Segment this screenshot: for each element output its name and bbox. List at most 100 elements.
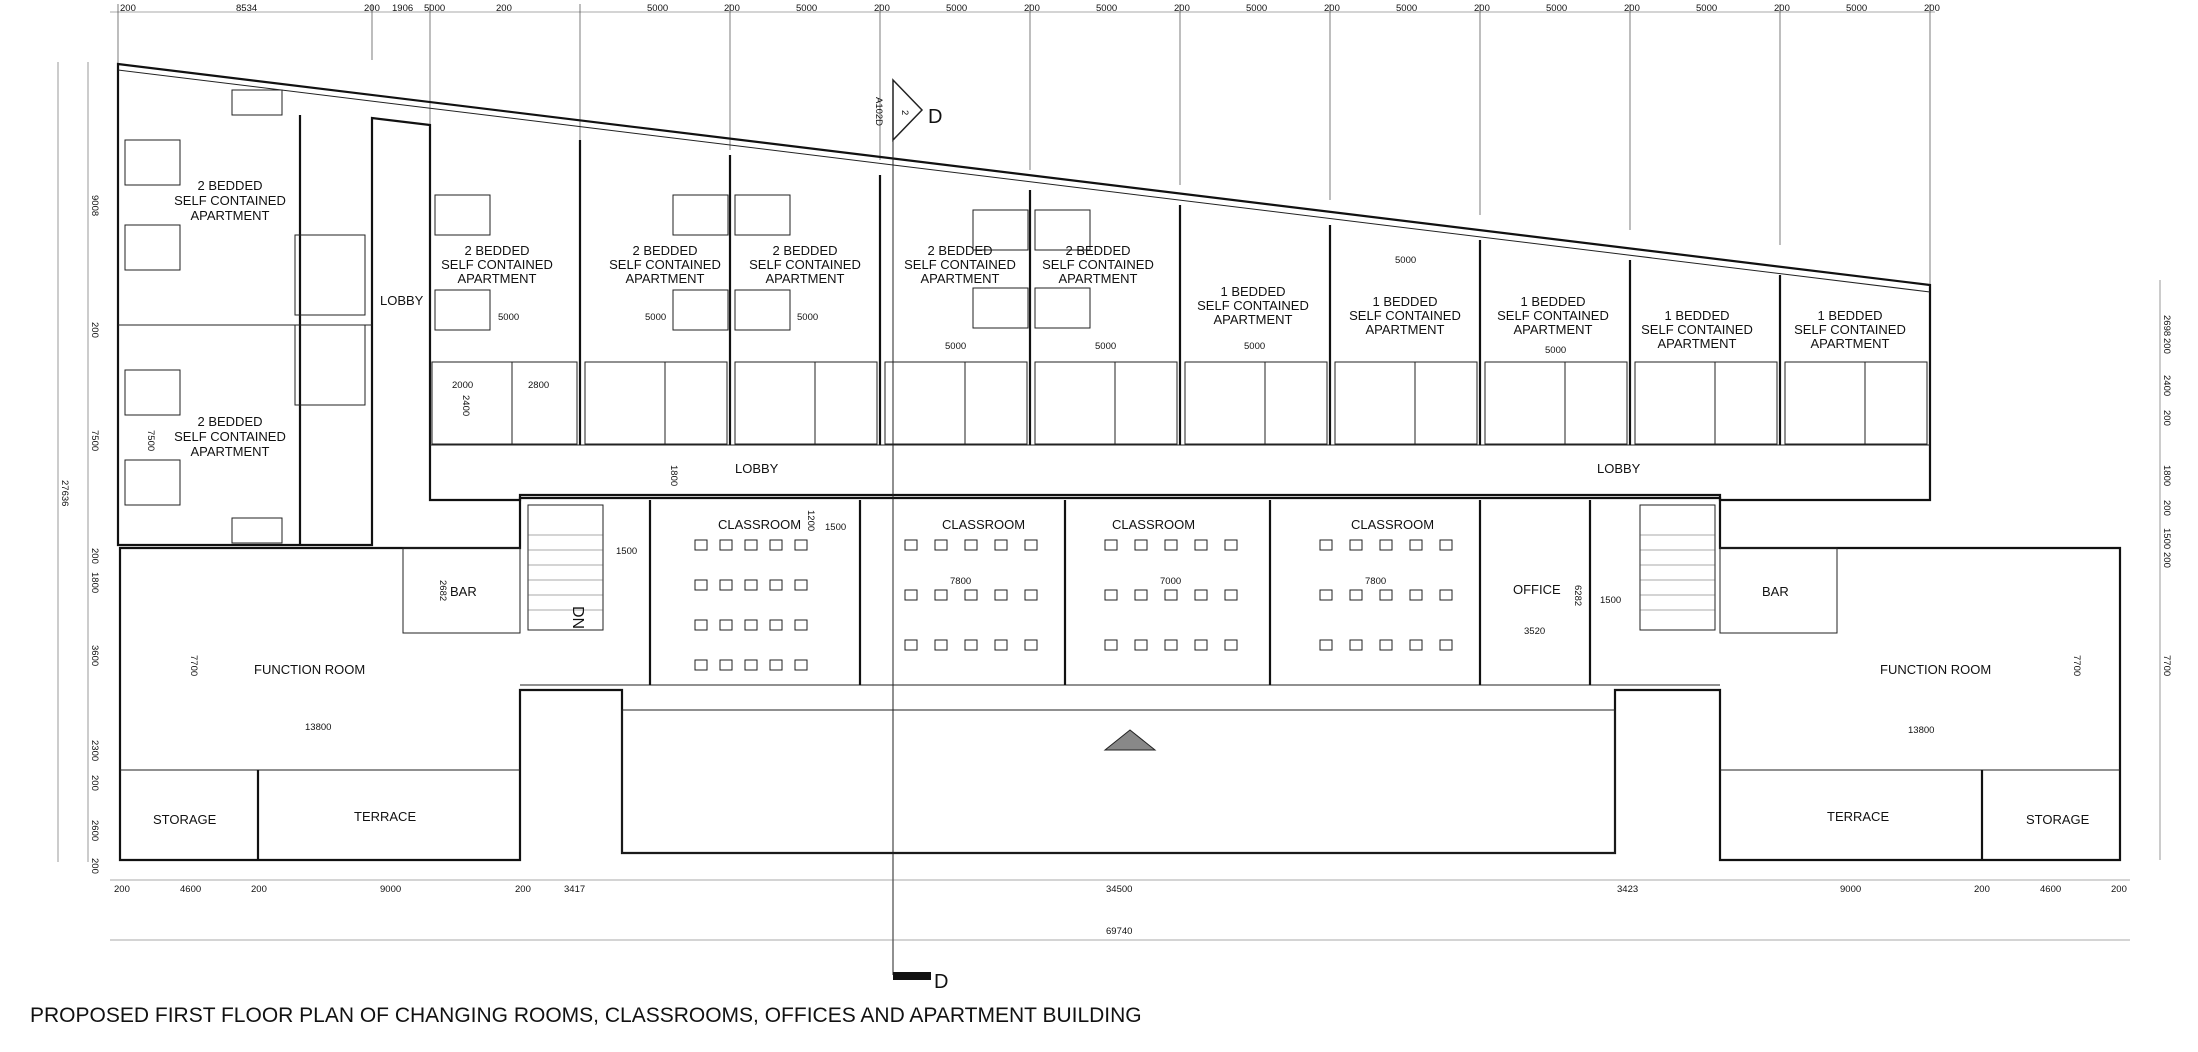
apt-2bed-a-line3: APARTMENT [191, 208, 270, 223]
lower-block [118, 496, 2122, 862]
top-dim-12: 200 [1024, 3, 1040, 14]
inner-dim-1800: 1800 [668, 465, 679, 486]
lobby-center-label: LOBBY [735, 461, 779, 476]
apt-1bed-b-line1: 1 BEDDED [1372, 294, 1437, 309]
inner-dim-5000-c: 5000 [797, 312, 818, 323]
apt-2bed-f-line2: SELF CONTAINED [904, 257, 1016, 272]
left-dim-1: 9008 [89, 195, 100, 216]
bottom-dim-12: 200 [2111, 884, 2127, 895]
inner-dim-1500-mid: 1500 [825, 522, 846, 533]
lobby-left-label: LOBBY [380, 293, 424, 308]
apt-1bed-a-line3: APARTMENT [1214, 312, 1293, 327]
inner-dim-13800-right: 13800 [1908, 725, 1934, 736]
top-dim-17: 5000 [1396, 3, 1417, 14]
apt-1bed-b-line2: SELF CONTAINED [1349, 308, 1461, 323]
bottom-dim-7: 34500 [1106, 884, 1132, 895]
top-dim-9: 5000 [796, 3, 817, 14]
storage-right-label: STORAGE [2026, 812, 2090, 827]
top-dim-5: 5000 [424, 3, 445, 14]
apt-1bed-e-line3: APARTMENT [1811, 336, 1890, 351]
bottom-dim-2: 4600 [180, 884, 201, 895]
bottom-dim-10: 200 [1974, 884, 1990, 895]
right-dimension-chain: 2698 200 2400 200 1800 200 1500 200 7700 [2159, 280, 2172, 860]
apt-2bed-c-line3: APARTMENT [458, 271, 537, 286]
apt-2bed-e-line3: APARTMENT [766, 271, 845, 286]
section-sheet-ref: A102D [873, 97, 884, 126]
apt-2bed-g-line2: SELF CONTAINED [1042, 257, 1154, 272]
right-dim-6: 200 [2161, 500, 2172, 516]
inner-dim-2000: 2000 [452, 380, 473, 391]
left-dim-8: 200 [89, 775, 100, 791]
inner-dim-5000-e: 5000 [1095, 341, 1116, 352]
apt-2bed-d-line1: 2 BEDDED [632, 243, 697, 258]
section-marker-bottom-label: D [934, 971, 948, 993]
classroom-2-label: CLASSROOM [942, 517, 1025, 532]
inner-dim-5000-b: 5000 [645, 312, 666, 323]
bottom-dim-5: 200 [515, 884, 531, 895]
apt-2bed-a-line1: 2 BEDDED [197, 178, 262, 193]
inner-dim-5000-d: 5000 [945, 341, 966, 352]
top-dim-19: 5000 [1546, 3, 1567, 14]
storage-left-label: STORAGE [153, 812, 217, 827]
top-dim-7: 5000 [647, 3, 668, 14]
inner-dim-1500-left: 1500 [616, 546, 637, 557]
right-dim-9: 7700 [2161, 655, 2172, 676]
apt-2bed-f-line3: APARTMENT [921, 271, 1000, 286]
section-number: 2 [899, 110, 910, 115]
classroom-3-label: CLASSROOM [1112, 517, 1195, 532]
top-dim-8: 200 [724, 3, 740, 14]
lobby-right-label: LOBBY [1597, 461, 1641, 476]
apt-2bed-g-line1: 2 BEDDED [1065, 243, 1130, 258]
inner-dim-2400: 2400 [460, 395, 471, 416]
apt-2bed-b-line3: APARTMENT [191, 444, 270, 459]
classroom-4-label: CLASSROOM [1351, 517, 1434, 532]
bottom-dim-1: 200 [114, 884, 130, 895]
left-dimension-chain: 9008 200 7500 200 1800 3600 2300 200 260… [57, 62, 100, 874]
top-dim-18: 200 [1474, 3, 1490, 14]
bottom-dim-9: 9000 [1840, 884, 1861, 895]
apt-2bed-b-line2: SELF CONTAINED [174, 429, 286, 444]
inner-dim-7500: 7500 [145, 430, 156, 451]
apt-1bed-c-line1: 1 BEDDED [1520, 294, 1585, 309]
inner-dim-13800-left: 13800 [305, 722, 331, 733]
section-marker-top-label: D [928, 106, 942, 128]
bottom-dim-4: 9000 [380, 884, 401, 895]
bottom-overall-dim: 69740 [1106, 926, 1132, 937]
bar-left-label: BAR [450, 584, 477, 599]
bottom-dim-6: 3417 [564, 884, 585, 895]
apt-1bed-d-line1: 1 BEDDED [1664, 308, 1729, 323]
right-dim-4: 200 [2161, 410, 2172, 426]
bottom-dim-11: 4600 [2040, 884, 2061, 895]
inner-dim-2800: 2800 [528, 380, 549, 391]
inner-dim-5000-a: 5000 [498, 312, 519, 323]
classroom-1-label: CLASSROOM [718, 517, 801, 532]
inner-dim-2682: 2682 [437, 580, 448, 601]
apt-2bed-c-line1: 2 BEDDED [464, 243, 529, 258]
apt-1bed-c-line3: APARTMENT [1514, 322, 1593, 337]
apt-2bed-g-line3: APARTMENT [1059, 271, 1138, 286]
office-label: OFFICE [1513, 582, 1561, 597]
function-room-left-label: FUNCTION ROOM [254, 662, 365, 677]
apt-2bed-d-line3: APARTMENT [626, 271, 705, 286]
top-dim-15: 5000 [1246, 3, 1267, 14]
inner-dim-5000-g: 5000 [1395, 255, 1416, 266]
apt-2bed-d-line2: SELF CONTAINED [609, 257, 721, 272]
apt-1bed-b-line3: APARTMENT [1366, 322, 1445, 337]
top-dim-13: 5000 [1096, 3, 1117, 14]
terrace-left-label: TERRACE [354, 809, 416, 824]
top-dim-11: 5000 [946, 3, 967, 14]
top-dim-2: 8534 [236, 3, 257, 14]
section-line-d [892, 78, 931, 980]
bottom-dimension-chain: 200 4600 200 9000 200 3417 34500 3423 90… [110, 879, 2130, 941]
top-dim-10: 200 [874, 3, 890, 14]
top-dim-1: 200 [120, 3, 136, 14]
top-dim-23: 5000 [1846, 3, 1867, 14]
left-dim-10: 200 [89, 858, 100, 874]
inner-dim-1500-right: 1500 [1600, 595, 1621, 606]
left-dim-9: 2600 [89, 820, 100, 841]
apt-1bed-e-line2: SELF CONTAINED [1794, 322, 1906, 337]
apt-1bed-d-line3: APARTMENT [1658, 336, 1737, 351]
drawing-title: PROPOSED FIRST FLOOR PLAN OF CHANGING RO… [30, 1004, 1142, 1027]
top-dim-14: 200 [1174, 3, 1190, 14]
